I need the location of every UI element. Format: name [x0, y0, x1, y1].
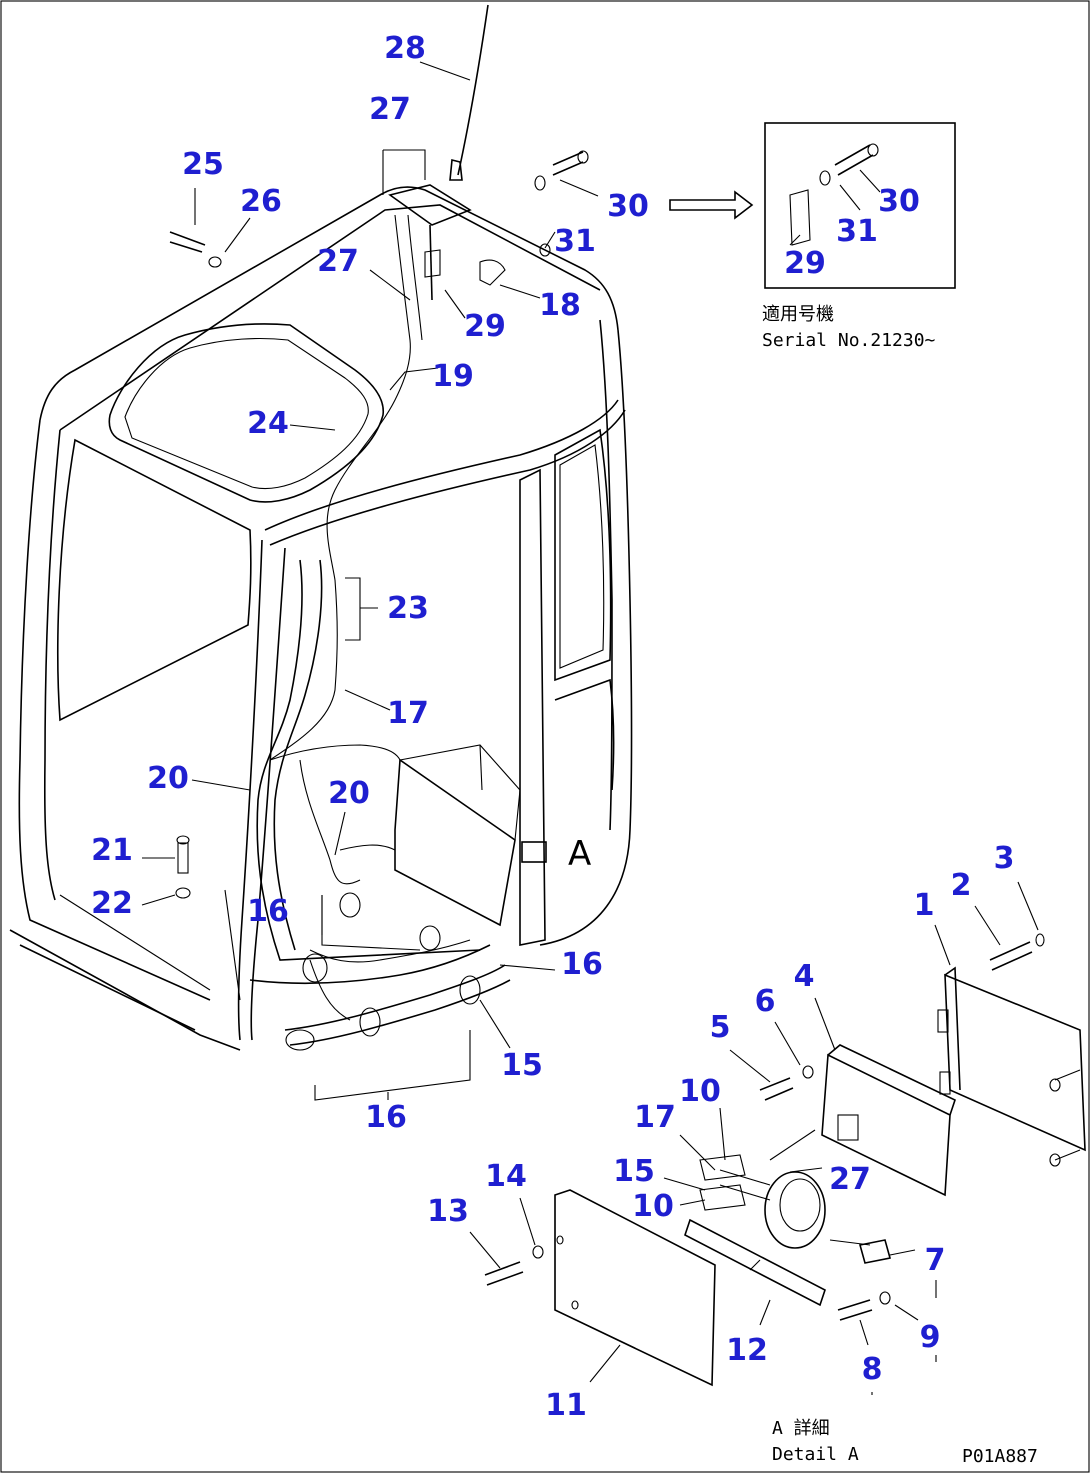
callout-c1: 1 — [914, 888, 935, 923]
callout-c15a: 15 — [501, 1048, 543, 1083]
detail-label-jp: A 詳細 — [772, 1418, 830, 1439]
callout-c19: 19 — [432, 359, 474, 394]
callout-c30b: 30 — [878, 184, 920, 219]
callout-c25: 25 — [182, 147, 224, 182]
inset-label-jp: 適用号機 — [762, 304, 834, 325]
callout-c26: 26 — [240, 184, 282, 219]
callout-c16a: 16 — [247, 894, 289, 929]
leader-lines — [141, 61, 1039, 1395]
callout-c10a: 10 — [679, 1074, 721, 1109]
callout-c2: 2 — [951, 868, 972, 903]
callout-c29b: 29 — [784, 246, 826, 281]
detail-a — [484, 933, 1086, 1387]
callout-c13: 13 — [427, 1194, 469, 1229]
callout-c17a: 17 — [387, 696, 429, 731]
callout-c20b: 20 — [328, 776, 370, 811]
callout-c6: 6 — [755, 984, 776, 1019]
callout-c18: 18 — [539, 288, 581, 323]
detail-label-en: Detail A — [772, 1444, 859, 1465]
callout-c9: 9 — [920, 1320, 941, 1355]
callout-c20a: 20 — [147, 761, 189, 796]
callout-c24: 24 — [247, 406, 289, 441]
callout-c4: 4 — [794, 959, 815, 994]
callout-c30a: 30 — [607, 189, 649, 224]
callout-c28: 28 — [384, 31, 426, 66]
callout-c23: 23 — [387, 591, 429, 626]
callout-c11: 11 — [545, 1388, 587, 1423]
callout-c10b: 10 — [632, 1189, 674, 1224]
callout-c3: 3 — [994, 841, 1015, 876]
callout-c8: 8 — [862, 1352, 883, 1387]
callout-c21: 21 — [91, 833, 133, 868]
drawing-code: P01A887 — [962, 1446, 1038, 1467]
callout-c31a: 31 — [554, 224, 596, 259]
serial-inset — [669, 122, 956, 289]
bolt-21-washer-22 — [175, 835, 191, 899]
cab-harness — [269, 214, 547, 1051]
callout-c14: 14 — [485, 1159, 527, 1194]
callout-c27b: 27 — [317, 244, 359, 279]
callout-c5: 5 — [710, 1010, 731, 1045]
callout-c16b: 16 — [561, 947, 603, 982]
callout-c31b: 31 — [836, 214, 878, 249]
callout-c22: 22 — [91, 886, 133, 921]
callout-c27c: 27 — [829, 1162, 871, 1197]
callout-c12: 12 — [726, 1333, 768, 1368]
detail-marker-a: A — [568, 834, 591, 874]
callout-c27a: 27 — [369, 92, 411, 127]
callout-c7: 7 — [925, 1243, 946, 1278]
callout-c17b: 17 — [634, 1100, 676, 1135]
antenna-assembly — [169, 4, 589, 301]
callout-c16c: 16 — [365, 1100, 407, 1135]
inset-label-en: Serial No.21230~ — [762, 330, 936, 351]
callout-c15b: 15 — [613, 1154, 655, 1189]
callout-c29a: 29 — [464, 309, 506, 344]
